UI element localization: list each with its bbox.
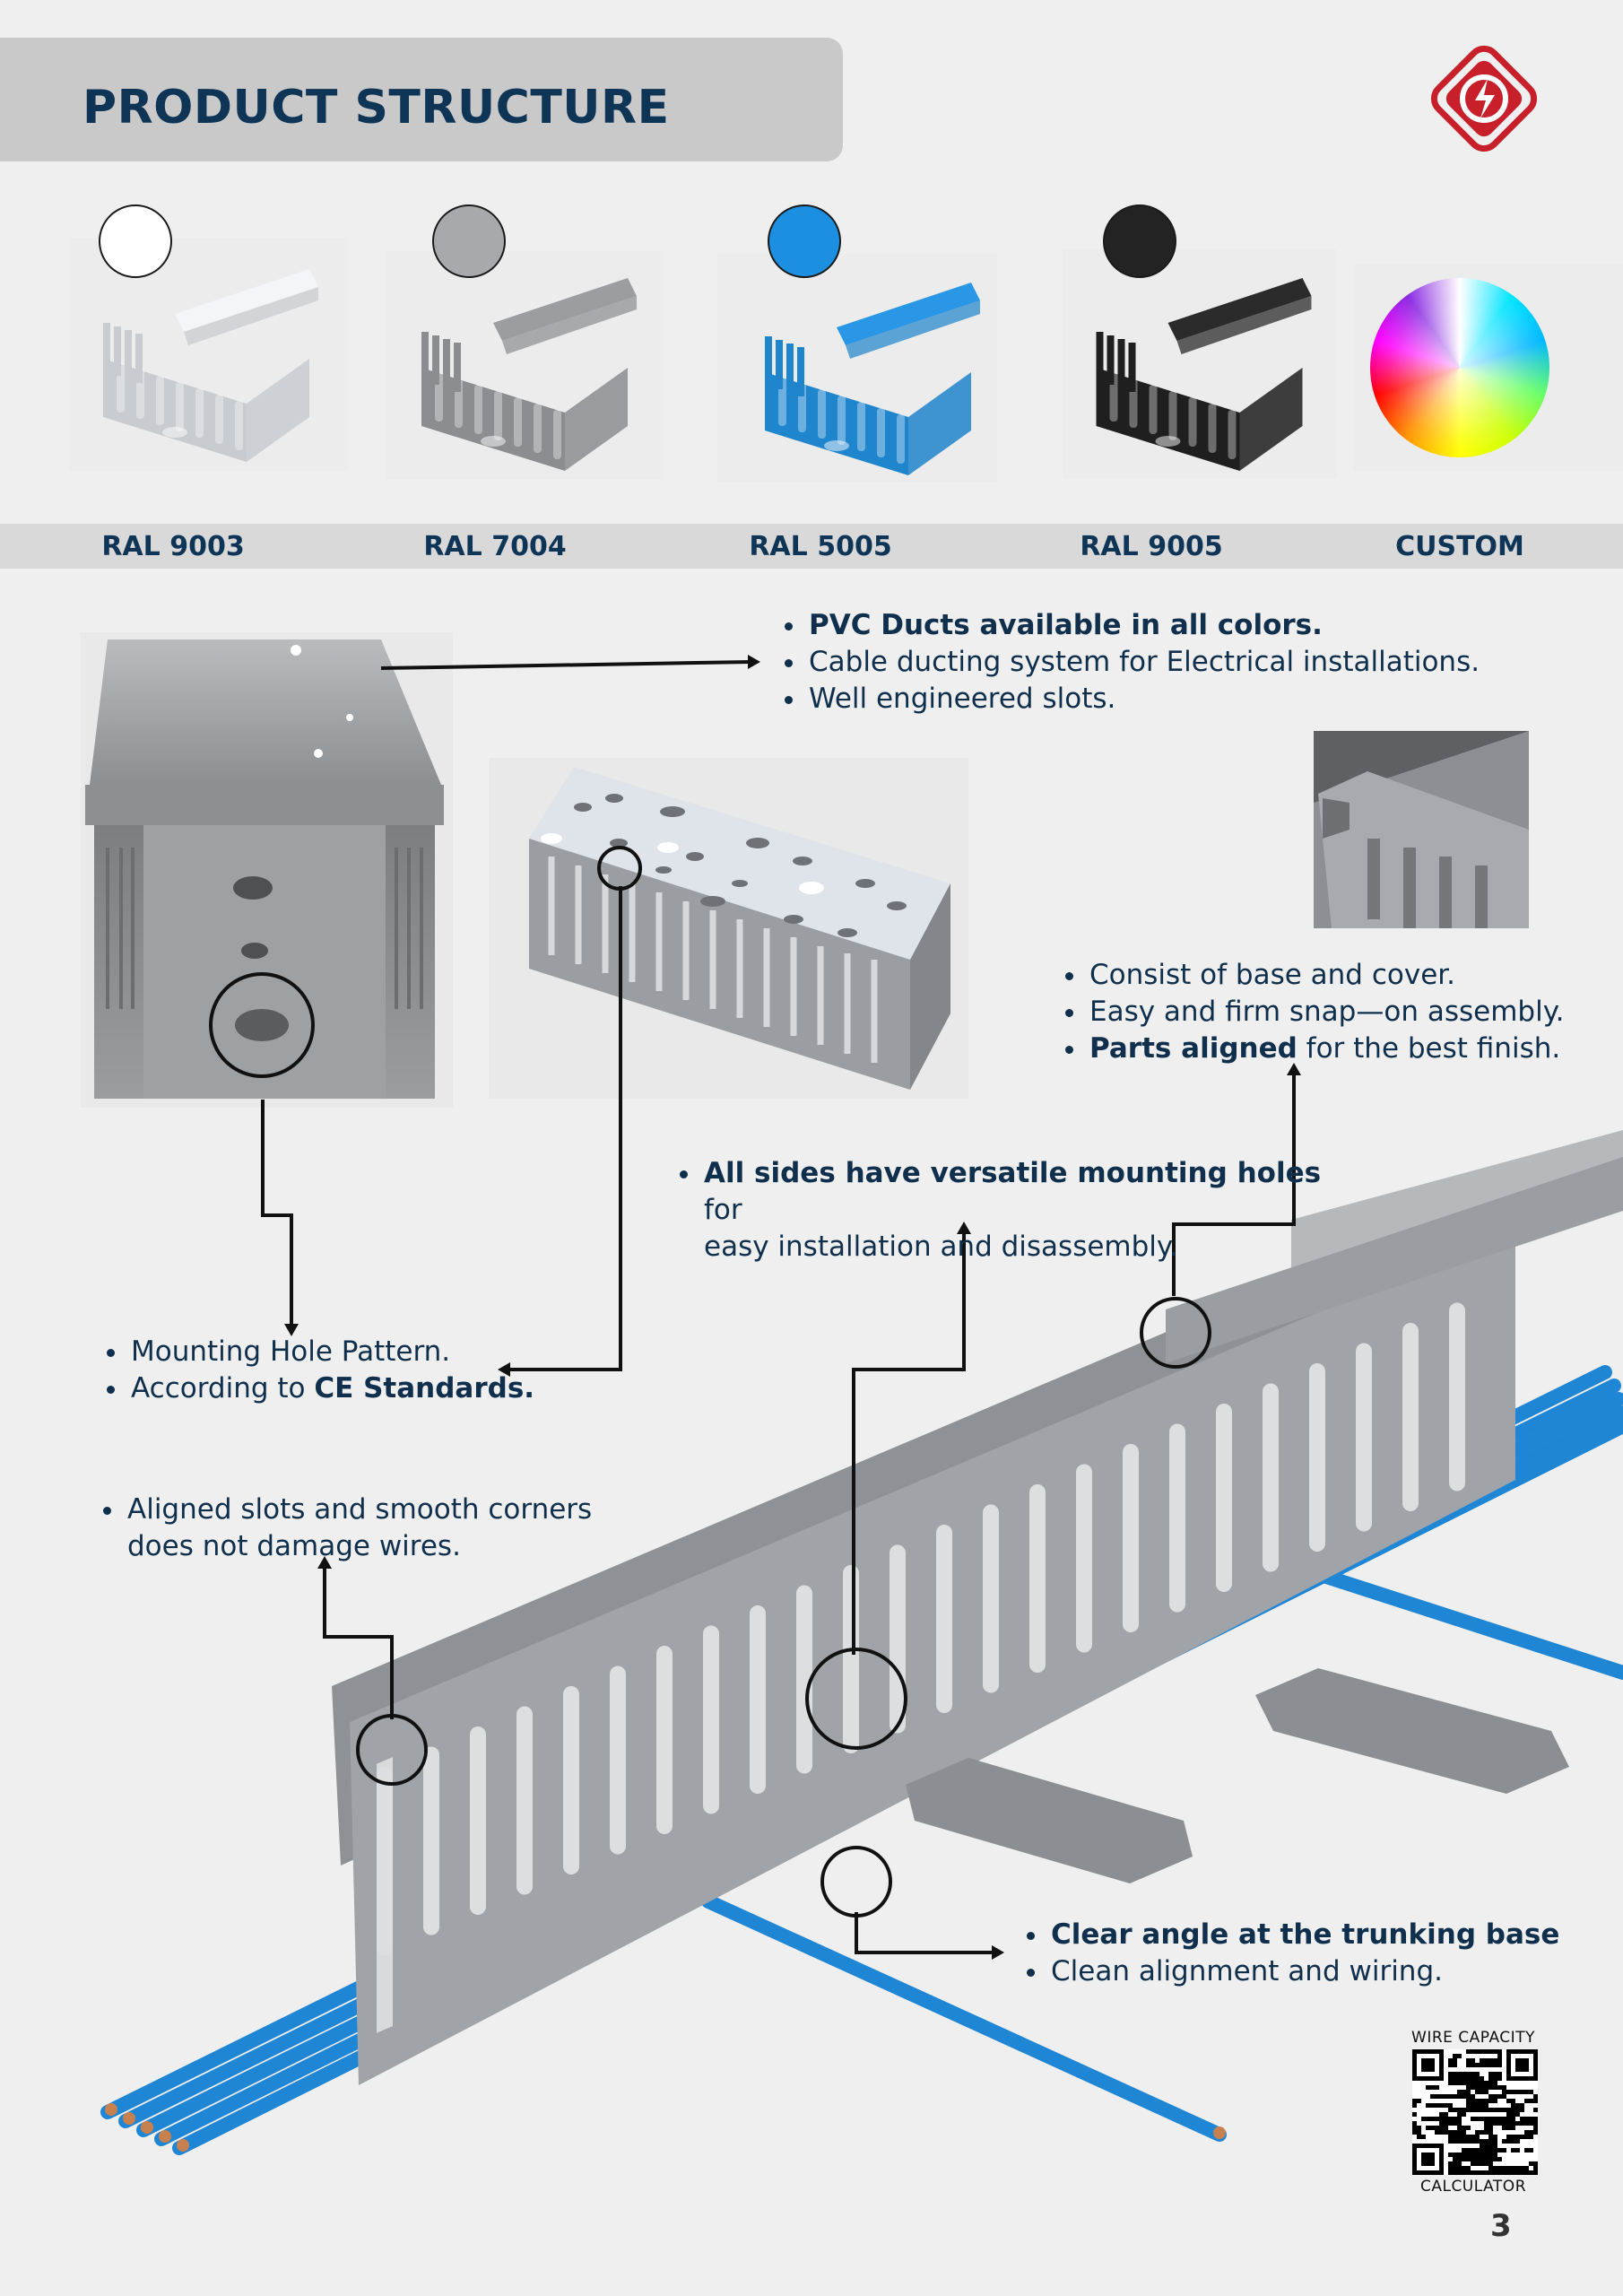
duct-icon-grey [421, 278, 637, 471]
ral-label-band [0, 524, 1623, 569]
callout-colors-item: PVC Ducts available in all colors. [807, 607, 1578, 644]
qr-code-icon[interactable] [1412, 2049, 1538, 2175]
callout-base-item: Clear angle at the trunking base [1049, 1917, 1596, 1953]
qr-bottom-caption: CALCULATOR [1419, 2178, 1527, 2196]
callout-hole-pattern: Mounting Hole Pattern. According to CE S… [93, 1334, 560, 1407]
callout-colors: PVC Ducts available in all colors. Cable… [771, 607, 1578, 718]
title-banner [0, 38, 843, 161]
callout-mounting-sides: All sides have versatile mounting holes … [666, 1155, 1348, 1265]
color-swatch-grey [432, 204, 506, 278]
callout-assembly-item: Consist of base and cover. [1088, 957, 1608, 994]
ral-label-9003: RAL 9003 [101, 531, 245, 562]
color-swatch-white [99, 204, 172, 278]
callout-hole-pattern-item: According to CE Standards. [129, 1370, 560, 1407]
callout-mounting-sides-item: All sides have versatile mounting holes … [702, 1155, 1348, 1265]
duct-icon-black [1096, 278, 1312, 471]
duct-icon-white [103, 269, 318, 462]
cover-cross-section-image [1314, 731, 1529, 928]
ral-label-9005: RAL 9005 [1080, 531, 1223, 562]
callout-base-item: Clean alignment and wiring. [1049, 1953, 1596, 1990]
duct-perforated-view-image [489, 758, 968, 1099]
duct-icon-blue [765, 283, 980, 475]
brand-diamond-logo-icon [1430, 45, 1538, 152]
duct-assembly-illustration [100, 1130, 1623, 2155]
page-number: 3 [1490, 2208, 1512, 2244]
ral-label-custom: CUSTOM [1395, 531, 1524, 562]
callout-colors-item: Well engineered slots. [807, 681, 1578, 718]
color-swatch-black [1103, 204, 1176, 278]
callout-base: Clear angle at the trunking base Clean a… [1013, 1917, 1596, 1990]
callout-colors-item: Cable ducting system for Electrical inst… [807, 644, 1578, 681]
duct-front-view-image [81, 632, 453, 1108]
callout-assembly: Consist of base and cover. Easy and firm… [1052, 957, 1608, 1067]
callout-hole-pattern-item: Mounting Hole Pattern. [129, 1334, 560, 1370]
page-title: PRODUCT STRUCTURE [82, 81, 670, 135]
color-swatch-blue [768, 204, 841, 278]
color-wheel-glow [1370, 278, 1549, 457]
callout-assembly-item: Easy and firm snap—on assembly. [1088, 994, 1608, 1031]
callout-assembly-item: Parts aligned for the best finish. [1088, 1031, 1608, 1067]
ral-label-7004: RAL 7004 [423, 531, 567, 562]
qr-top-caption: WIRE CAPACITY [1411, 2029, 1535, 2047]
ral-label-5005: RAL 5005 [749, 531, 892, 562]
